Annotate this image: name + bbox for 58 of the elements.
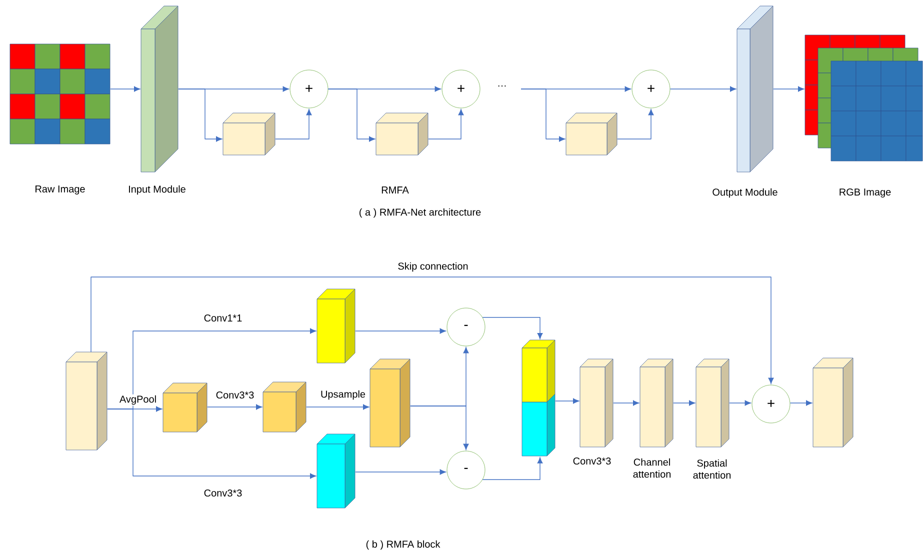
arrow — [729, 400, 751, 406]
arrow — [90, 276, 774, 384]
concatenated-block — [522, 340, 556, 456]
feature-block — [370, 358, 410, 448]
feature-block — [640, 358, 674, 448]
edge-label: Conv3*3 — [202, 488, 244, 498]
feature-block — [566, 112, 618, 156]
arrow — [482, 457, 543, 480]
arrow — [555, 398, 580, 404]
arrow — [110, 86, 140, 92]
arrow — [673, 400, 696, 406]
feature-block — [162, 382, 208, 432]
arrow — [328, 88, 376, 142]
edge-label: AvgPool — [118, 394, 158, 406]
layer-slab — [140, 6, 178, 172]
arrow — [410, 406, 469, 450]
edge-label: Conv1*1 — [202, 313, 244, 323]
arrow — [773, 86, 804, 92]
arrow — [306, 404, 370, 410]
block-label: Spatial attention — [693, 459, 731, 479]
ellipsis: … — [498, 85, 506, 87]
mosaic-image-drawing — [10, 44, 110, 144]
arrow — [275, 109, 312, 140]
arrow — [520, 88, 566, 142]
block-label: Conv3*3 — [573, 457, 611, 465]
arrow — [670, 86, 736, 92]
arrow — [482, 317, 543, 340]
figure-caption: ( b ) RMFA block — [366, 540, 440, 550]
arrow — [790, 400, 812, 406]
arrow — [617, 109, 654, 140]
arrow — [178, 88, 222, 142]
section-label: RMFA — [382, 186, 409, 194]
arrow — [107, 408, 316, 479]
edge-label: Conv3*3 — [214, 390, 256, 400]
arrow — [613, 400, 640, 406]
image-label: Raw Image — [36, 186, 85, 194]
block-label: Output Module — [712, 188, 778, 198]
edge-label: Upsample — [320, 389, 367, 401]
rgb-image-drawing — [804, 34, 923, 162]
feature-block — [812, 358, 854, 448]
arrow — [355, 328, 446, 334]
layer-slab — [736, 6, 774, 172]
feature-block — [376, 112, 428, 156]
feature-block — [696, 358, 730, 448]
edge-label: Skip connection — [396, 261, 470, 273]
feature-block — [66, 352, 108, 450]
feature-block — [316, 288, 356, 364]
feature-block — [580, 358, 614, 448]
arrow — [428, 109, 464, 140]
arrow — [355, 469, 446, 475]
block-label: RGB Image — [840, 188, 891, 198]
block-label: Input Module — [129, 185, 186, 195]
feature-block — [222, 112, 276, 156]
arrow — [207, 404, 262, 410]
feature-block — [262, 382, 306, 432]
block-label: Channel attention — [633, 458, 671, 478]
feature-block — [316, 434, 356, 508]
figure-caption: ( a ) RMFA-Net architecture — [360, 208, 481, 218]
